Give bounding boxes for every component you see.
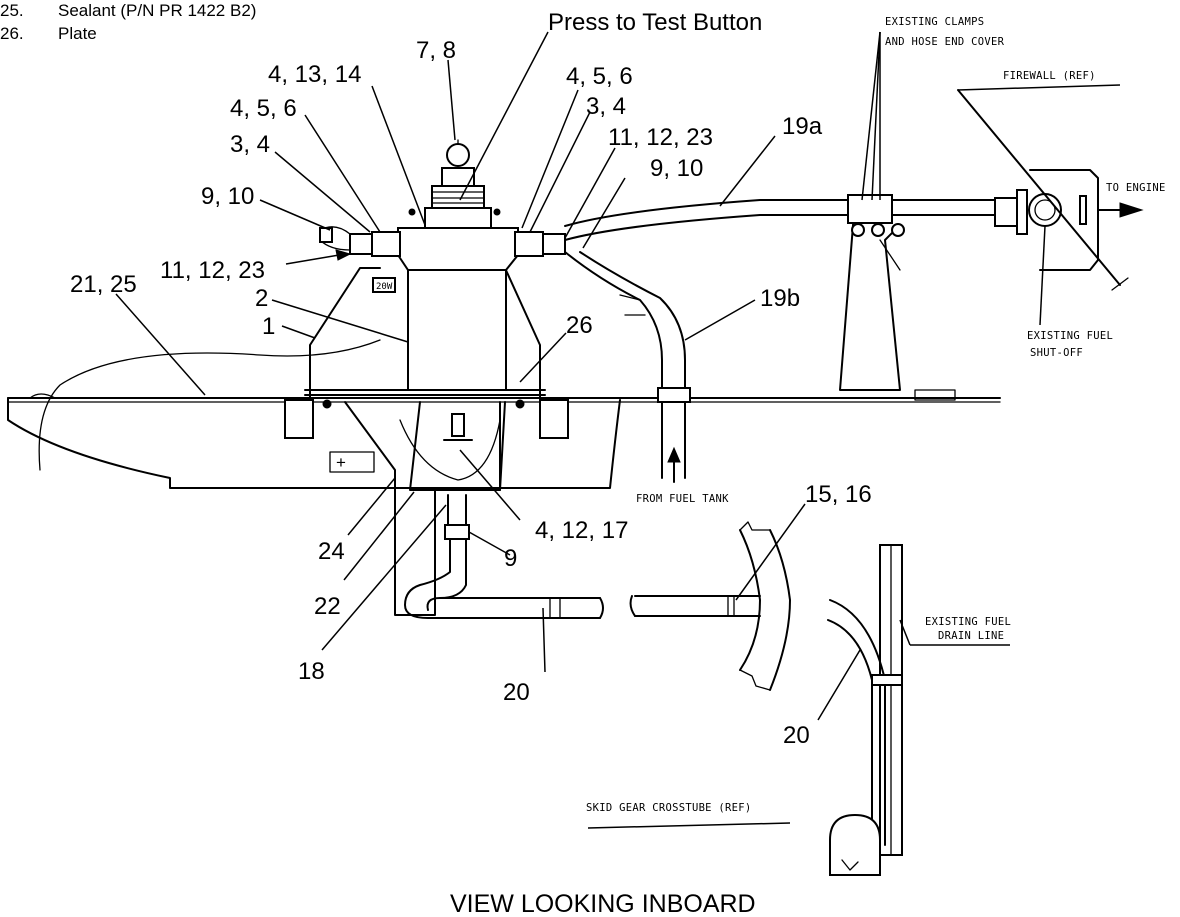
callout-4-5-6-right: 4, 5, 6 (566, 63, 633, 90)
note-existing-clamps-1: EXISTING CLAMPS (885, 16, 984, 28)
callout-4-13-14: 4, 13, 14 (268, 61, 361, 88)
callout-20-right: 20 (783, 722, 810, 749)
drain-line-and-crosstube (827, 544, 903, 876)
legend-num-26: 26. (0, 24, 24, 43)
note-firewall: FIREWALL (REF) (1003, 70, 1096, 82)
callout-15-16: 15, 16 (805, 481, 872, 508)
note-drain-line-2: DRAIN LINE (938, 630, 1004, 642)
skid-gear-crosstube (829, 813, 881, 876)
floor-bracket-left (284, 399, 314, 439)
plus-decal-text: + (336, 453, 346, 472)
tube-break-section (739, 521, 791, 691)
callout-24: 24 (318, 538, 345, 565)
test-switch-body (431, 185, 485, 209)
wire-21 (38, 339, 381, 471)
leader-lines (115, 31, 1121, 829)
note-skid-gear: SKID GEAR CROSSTUBE (REF) (586, 802, 752, 814)
callout-press-to-test: Press to Test Button (548, 9, 762, 36)
legend-text-25: Sealant (P/N PR 1422 B2) (58, 1, 256, 20)
shutoff-valve-body (1028, 193, 1062, 227)
view-caption: VIEW LOOKING INBOARD (450, 890, 756, 917)
note-from-fuel-tank: FROM FUEL TANK (636, 493, 729, 505)
note-drain-line-1: EXISTING FUEL (925, 616, 1011, 628)
existing-clamps (839, 194, 905, 391)
callout-21-25: 21, 25 (70, 271, 137, 298)
callout-18: 18 (298, 658, 325, 685)
amp-decal (372, 277, 396, 293)
inlet-fitting (371, 231, 401, 257)
callout-2: 2 (255, 285, 268, 312)
parts-legend: 25. Sealant (P/N PR 1422 B2) 26. Plate (0, 1, 256, 43)
drain-shroud (344, 401, 506, 616)
callout-3-4-right: 3, 4 (586, 93, 626, 120)
note-fuel-shutoff-2: SHUT-OFF (1030, 347, 1083, 359)
amp-decal-text: 20W (376, 282, 393, 292)
callout-11-12-23-right: 11, 12, 23 (608, 124, 713, 151)
note-to-engine: TO ENGINE (1106, 182, 1166, 194)
switch-collar (441, 167, 475, 187)
reference-notes: EXISTING CLAMPS AND HOSE END COVER FIREW… (586, 16, 1166, 814)
floor-bracket-right (539, 399, 569, 439)
callout-4-12-17: 4, 12, 17 (535, 517, 628, 544)
callout-26: 26 (566, 312, 593, 339)
inlet-line-grommet (657, 387, 691, 403)
inlet-line-19b (564, 251, 691, 483)
bypass-body (424, 207, 492, 229)
drain-clamp-9 (444, 524, 470, 540)
note-existing-clamps-2: AND HOSE END COVER (885, 36, 1005, 48)
firewall-line (957, 89, 1121, 286)
legend-num-25: 25. (0, 1, 24, 20)
callout-20-bottom: 20 (503, 679, 530, 706)
outlet-fitting (514, 231, 544, 257)
callout-4-5-6-left: 4, 5, 6 (230, 95, 297, 122)
inlet-nut (349, 233, 373, 255)
callout-22: 22 (314, 593, 341, 620)
callout-11-12-23-left: 11, 12, 23 (160, 257, 265, 284)
callout-9-10-left: 9, 10 (201, 183, 254, 210)
legend-text-26: Plate (58, 24, 97, 43)
callout-1: 1 (262, 313, 275, 340)
callout-9: 9 (504, 545, 517, 572)
callout-19a: 19a (782, 113, 823, 140)
callout-19b: 19b (760, 285, 800, 312)
filter-bowl (407, 267, 507, 391)
callout-labels: Press to Test Button 7, 8 4, 13, 14 4, 5… (70, 9, 872, 749)
drain-line-assembly (404, 494, 761, 619)
press-to-test-button[interactable] (446, 143, 470, 167)
outlet-nut (542, 233, 566, 255)
note-fuel-shutoff-1: EXISTING FUEL (1027, 330, 1113, 342)
callout-9-10-right: 9, 10 (650, 155, 703, 182)
callout-3-4-left: 3, 4 (230, 131, 270, 158)
filter-head (397, 227, 519, 271)
floor-clip (914, 389, 956, 401)
fuel-filter-assembly: 20W (349, 139, 566, 391)
clamp-block (847, 194, 893, 224)
callout-7-8: 7, 8 (416, 37, 456, 64)
plus-decal (329, 451, 375, 473)
